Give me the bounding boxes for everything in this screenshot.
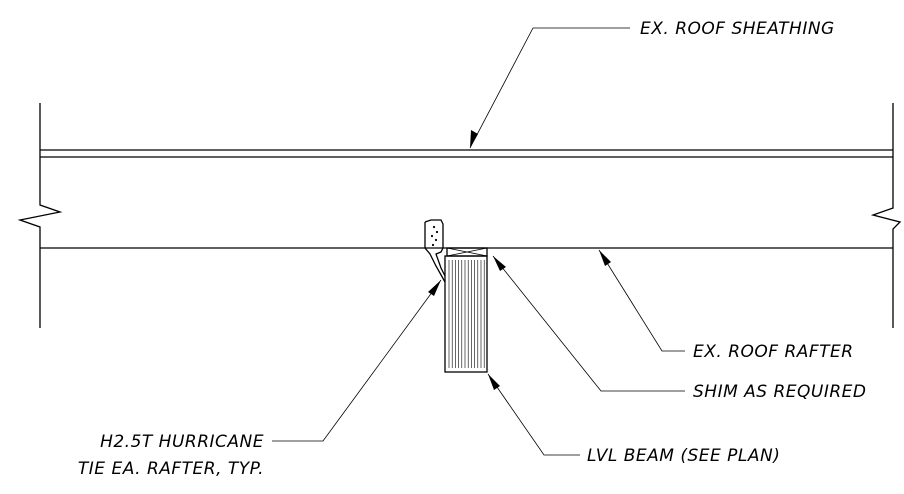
callout-roof-rafter: EX. ROOF RAFTER — [693, 342, 854, 362]
leader-roof-sheathing — [469, 27, 630, 149]
callout-hurricane-tie-line1: H2.5T HURRICANE — [100, 432, 264, 452]
callout-roof-sheathing: EX. ROOF SHEATHING — [640, 19, 835, 39]
callout-shim: SHIM AS REQUIRED — [693, 382, 867, 402]
leader-hurricane-tie — [272, 279, 442, 442]
leader-shim — [492, 255, 685, 392]
roof-rafter-outline — [17, 103, 902, 328]
callout-lvl-beam: LVL BEAM (SEE PLAN) — [587, 446, 780, 466]
leader-lvl-beam — [487, 373, 580, 456]
shim — [446, 247, 488, 257]
hurricane-tie — [424, 219, 446, 283]
callout-hurricane-tie-line2: TIE EA. RAFTER, TYP. — [78, 459, 264, 479]
lvl-beam — [444, 255, 488, 373]
leader-roof-rafter — [598, 249, 685, 352]
